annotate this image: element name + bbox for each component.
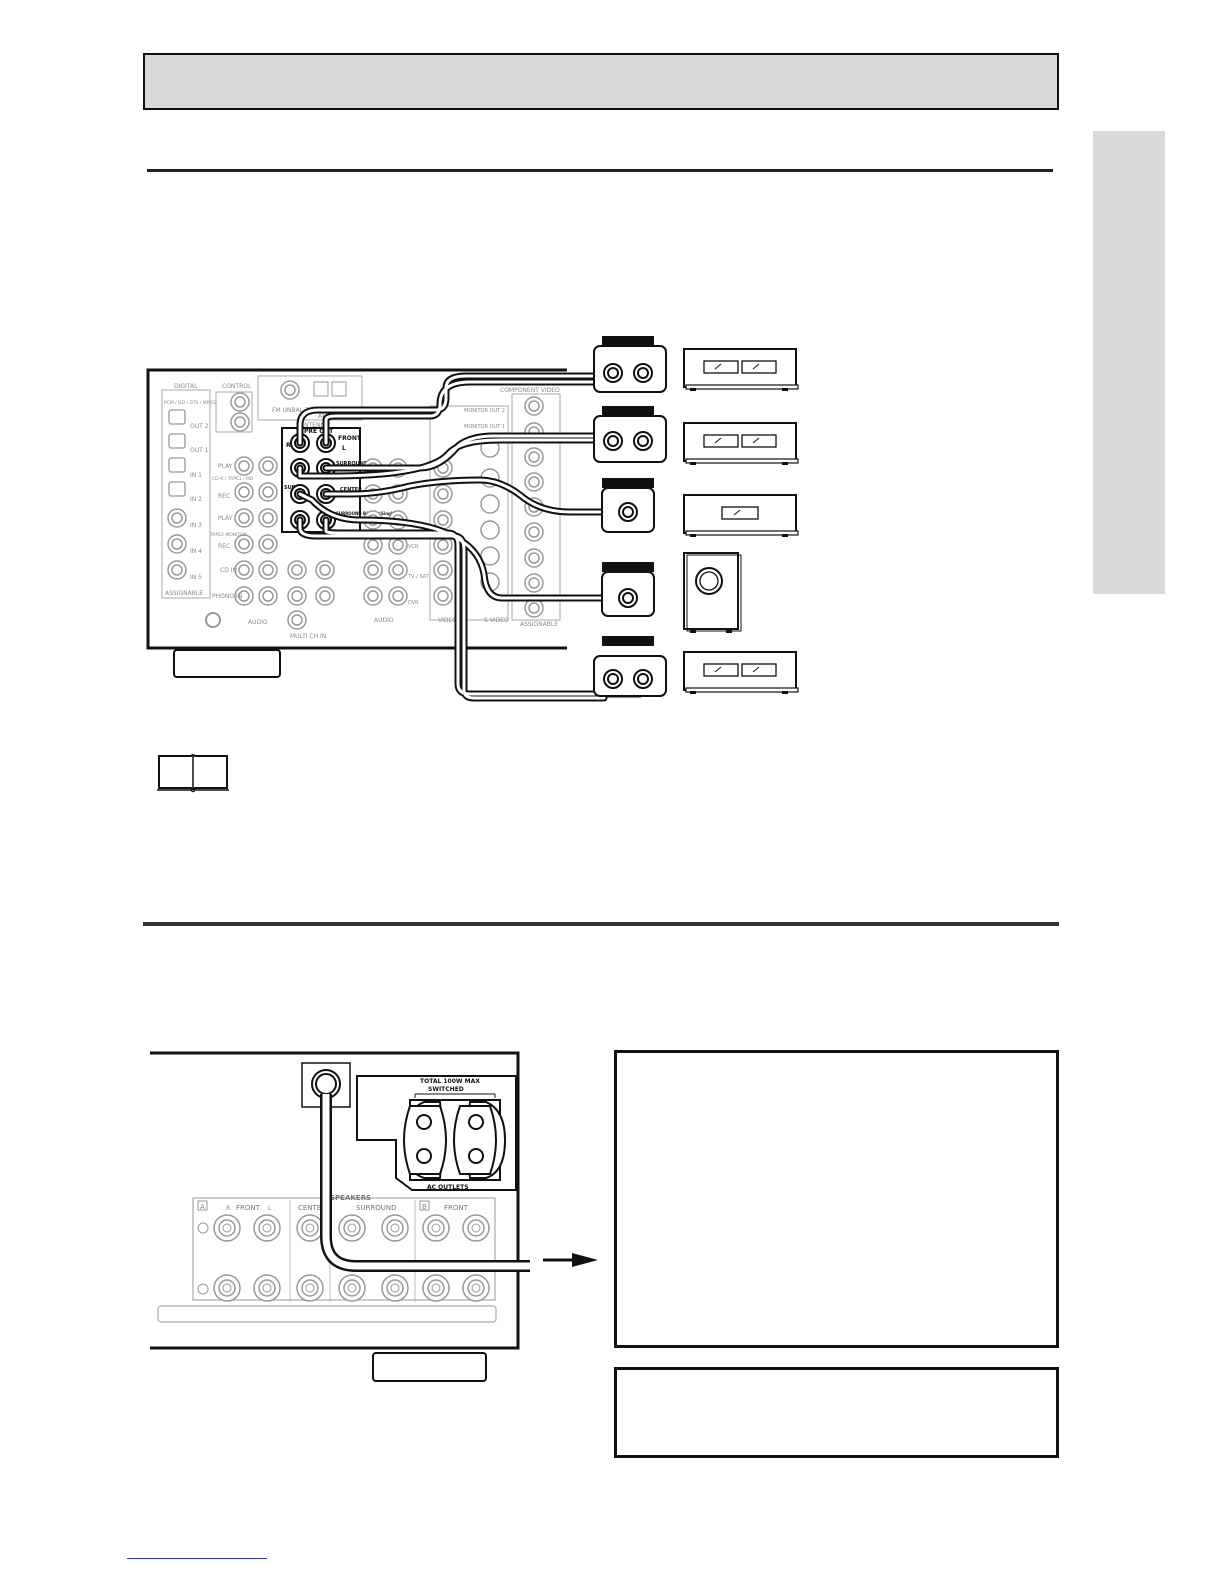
pre-out-connection-diagram: DIGITAL PCM / DD / DTS / MPEG OUT 2 OUT … bbox=[146, 336, 799, 793]
pre-out-r-label: R bbox=[286, 442, 291, 449]
ac-outlets-label: AC OUTLETS bbox=[427, 1184, 469, 1191]
digital-label: DIGITAL bbox=[174, 383, 198, 390]
assignable-label-left: ASSIGNABLE bbox=[165, 590, 203, 597]
digital-input-4: IN 2 bbox=[190, 496, 202, 503]
ac-switched-label: SWITCHED bbox=[428, 1086, 464, 1093]
amplifier-icon bbox=[683, 348, 799, 392]
pre-out-front-label: FRONT bbox=[338, 435, 362, 442]
ac-outlets: TOTAL 100W MAX SWITCHED AC OUTLETS bbox=[356, 1075, 517, 1191]
ac-outlet-caution-box bbox=[614, 1367, 1059, 1458]
digital-input-7: IN 5 bbox=[190, 574, 202, 581]
section-divider-top bbox=[147, 169, 1053, 172]
assignable-label-right: ASSIGNABLE bbox=[520, 621, 558, 628]
digital-format-label: PCM / DD / DTS / MPEG bbox=[164, 400, 216, 406]
page-header-bar bbox=[143, 53, 1059, 110]
speakers-front-a-label: FRONT bbox=[236, 1204, 261, 1212]
digital-input-1: OUT 2 bbox=[190, 423, 209, 430]
speakers-l-label: L bbox=[268, 1205, 272, 1212]
power-cord bbox=[301, 1062, 530, 1272]
source-label-vcr: VCR bbox=[408, 544, 419, 550]
source-label-cdr: CD-R / TAPE1 / MD bbox=[212, 476, 254, 482]
memo-book-icon bbox=[157, 754, 229, 793]
digital-input-3: IN 1 bbox=[190, 472, 202, 479]
receiver-foot bbox=[173, 649, 281, 678]
pre-out-title: PRE OUT bbox=[304, 428, 334, 435]
amplifier-icon bbox=[683, 422, 799, 466]
source-label-cd: CD IN bbox=[220, 567, 237, 574]
component-video-label: COMPONENT VIDEO bbox=[500, 387, 560, 394]
receiver-foot bbox=[372, 1352, 487, 1382]
audio-label-left: AUDIO bbox=[248, 619, 268, 626]
amp-input-surround bbox=[593, 406, 667, 463]
source-label-tvsat: TV / SAT bbox=[407, 574, 430, 580]
amplifier-icon bbox=[683, 651, 799, 695]
subwoofer-icon bbox=[683, 552, 742, 633]
speakers-b-label: B bbox=[422, 1203, 427, 1211]
pre-out-surround-label: SURROUND bbox=[336, 461, 368, 467]
digital-input-5: IN 3 bbox=[190, 522, 202, 529]
side-section-tab bbox=[1093, 131, 1165, 594]
section-divider-middle bbox=[143, 922, 1059, 926]
power-cord-info-box bbox=[614, 1050, 1059, 1348]
pre-out-cables bbox=[296, 370, 644, 702]
control-label: CONTROL bbox=[222, 383, 252, 390]
source-label-dvr: DVR bbox=[408, 600, 419, 606]
speakers-title: SPEAKERS bbox=[330, 1194, 371, 1202]
source-label-rec-2: REC bbox=[218, 543, 230, 550]
amp-input-surround-back bbox=[593, 636, 667, 697]
audio-label-mid: AUDIO bbox=[374, 617, 394, 624]
fm-label: FM UNBAL 75Ω bbox=[272, 407, 318, 414]
footer-link-underline[interactable] bbox=[127, 1558, 267, 1559]
multi-ch-in-label: MULTI CH IN bbox=[290, 633, 326, 640]
digital-input-2: OUT 1 bbox=[190, 447, 209, 454]
source-label-phono: PHONO IN bbox=[212, 593, 242, 600]
speakers-r-label: R bbox=[226, 1205, 230, 1212]
arrow-right-icon bbox=[543, 1253, 598, 1267]
pre-out-l-label: L bbox=[342, 445, 346, 452]
subwoofer-input bbox=[601, 562, 655, 617]
source-label-play-2: PLAY bbox=[218, 515, 233, 522]
ac-rating-label: TOTAL 100W MAX bbox=[420, 1078, 480, 1085]
speakers-front-b-label: FRONT bbox=[444, 1204, 469, 1212]
s-video-label: S VIDEO bbox=[484, 617, 509, 624]
source-label-play-1: PLAY bbox=[218, 463, 233, 470]
speakers-surround-label: SURROUND bbox=[356, 1204, 397, 1212]
speaker-terminals: A B SPEAKERS FRONT CENTER SURROUND FRONT… bbox=[157, 1194, 497, 1323]
digital-input-6: IN 4 bbox=[190, 548, 202, 555]
amp-input-center bbox=[601, 478, 655, 533]
source-label-tape2: TAPE2 MONITOR bbox=[209, 532, 247, 538]
antenna-label: ANTENNA bbox=[300, 422, 330, 429]
pre-out-center-label: CENTER bbox=[340, 487, 362, 493]
ac-outlet-diagram: A B SPEAKERS FRONT CENTER SURROUND FRONT… bbox=[150, 1051, 598, 1382]
monitor-out-1-label: MONITOR OUT 1 bbox=[464, 424, 505, 430]
amp-input-front bbox=[593, 336, 667, 393]
speakers-a-label: A bbox=[200, 1203, 205, 1211]
speakers-center-label: CENTER bbox=[298, 1204, 326, 1212]
amplifier-icon bbox=[683, 494, 799, 537]
source-label-rec-1: REC bbox=[218, 493, 230, 500]
monitor-out-2-label: MONITOR OUT 2 bbox=[464, 408, 505, 414]
